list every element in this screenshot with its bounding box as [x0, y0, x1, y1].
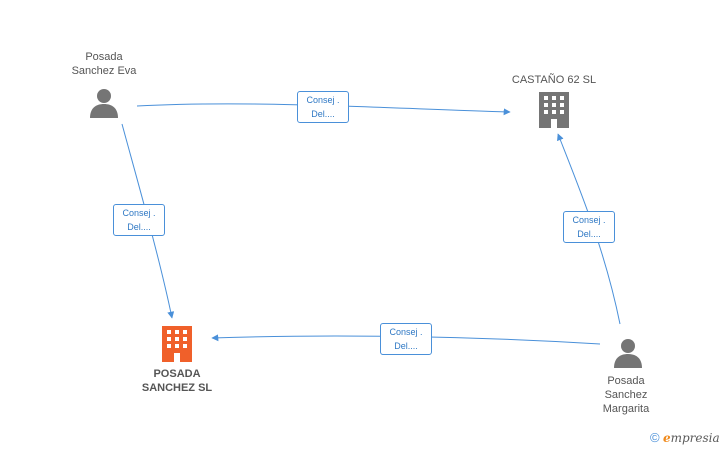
- empresia-watermark: © empresia: [650, 430, 720, 445]
- label-line: SANCHEZ SL: [141, 382, 213, 394]
- label-line: POSADA: [153, 368, 201, 380]
- person-icon[interactable]: [614, 339, 642, 368]
- relation-label-margarita-posada[interactable]: Consej . Del....: [380, 323, 432, 355]
- relation-text: Del....: [127, 222, 151, 232]
- relation-text: Consej .: [389, 327, 423, 337]
- label-line: Sanchez Eva: [71, 65, 137, 77]
- company-label-castano[interactable]: CASTAÑO 62 SL: [494, 73, 614, 87]
- relation-text: Consej .: [572, 215, 606, 225]
- relation-label-eva-castano[interactable]: Consej . Del....: [297, 91, 349, 123]
- relation-text: Consej .: [122, 208, 156, 218]
- building-icon[interactable]: [162, 326, 192, 362]
- company-label-posada[interactable]: POSADA SANCHEZ SL: [124, 367, 230, 395]
- building-icon[interactable]: [539, 92, 569, 128]
- relation-text: Consej .: [306, 95, 340, 105]
- relation-text: Del....: [394, 341, 418, 351]
- relation-text: Del....: [311, 109, 335, 119]
- copyright-icon: ©: [650, 430, 660, 445]
- relation-label-eva-posada[interactable]: Consej . Del....: [113, 204, 165, 236]
- brand-rest: mpresia: [670, 431, 720, 445]
- relation-text: Del....: [577, 229, 601, 239]
- person-icon[interactable]: [90, 89, 118, 118]
- label-line: Posada: [607, 375, 645, 387]
- label-line: Sanchez: [604, 389, 648, 401]
- brand-e: e: [662, 431, 671, 445]
- person-label-eva[interactable]: Posada Sanchez Eva: [54, 50, 154, 78]
- person-label-margarita[interactable]: Posada Sanchez Margarita: [586, 374, 666, 416]
- label-line: Posada: [85, 51, 123, 63]
- relation-label-margarita-castano[interactable]: Consej . Del....: [563, 211, 615, 243]
- label-line: CASTAÑO 62 SL: [511, 74, 597, 86]
- label-line: Margarita: [602, 403, 650, 415]
